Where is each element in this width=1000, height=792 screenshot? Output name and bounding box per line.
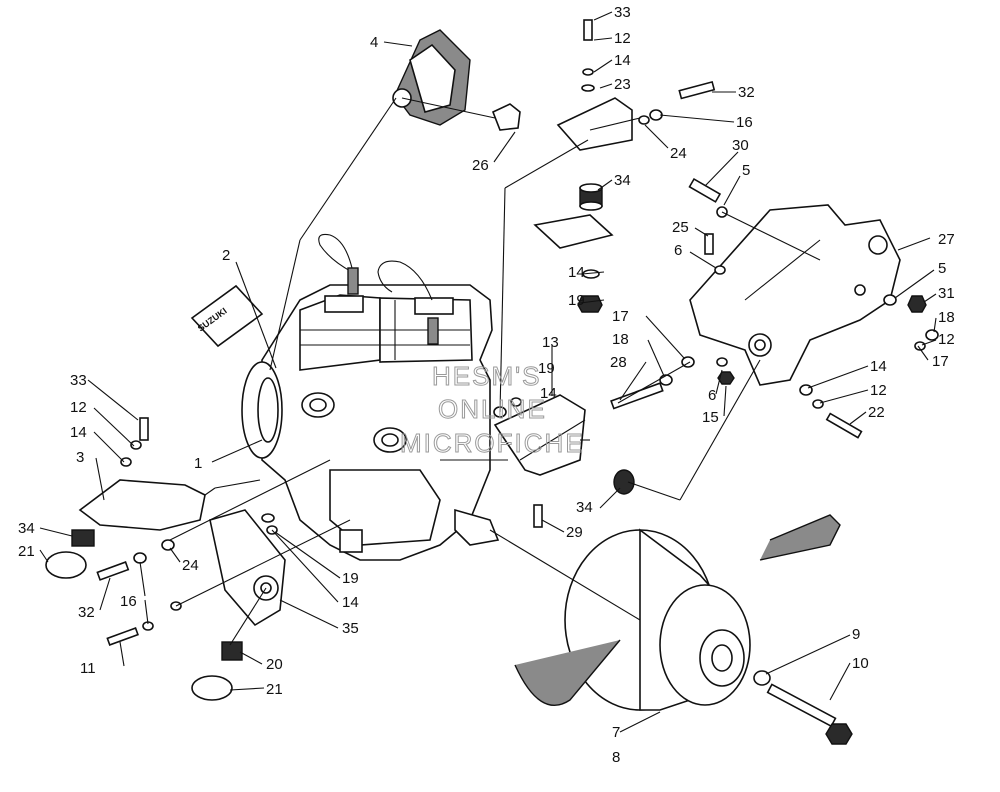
callout-19-lower: 19: [342, 570, 359, 587]
callout-24-left: 24: [182, 557, 199, 574]
callout-14-mid: 14: [568, 264, 585, 281]
watermark-line-2: ONLINE: [438, 394, 547, 424]
callout-27: 27: [938, 231, 955, 248]
watermark-line-3: MICROFICHE: [400, 428, 585, 458]
callout-4: 4: [370, 34, 378, 51]
callout-8: 8: [612, 749, 620, 766]
callout-5-top: 5: [742, 162, 750, 179]
callout-29: 29: [566, 524, 583, 541]
callout-1: 1: [194, 455, 202, 472]
callout-13: 13: [542, 334, 559, 351]
callout-6-lower: 6: [708, 387, 716, 404]
drive-belt: [514, 514, 841, 706]
alignment-lines: [169, 97, 821, 646]
callout-14-right: 14: [870, 358, 887, 375]
callout-17-right: 17: [932, 353, 949, 370]
callout-2: 2: [222, 247, 230, 264]
front-mount-bracket: [493, 394, 635, 528]
callout-16-left: 16: [120, 593, 137, 610]
callout-16-top: 16: [736, 114, 753, 131]
callout-33-top: 33: [614, 4, 631, 21]
right-mount-bracket: [689, 204, 901, 386]
callout-33-left: 33: [70, 372, 87, 389]
callout-14-lower: 14: [342, 594, 359, 611]
callout-18-right: 18: [938, 309, 955, 326]
callout-24-top: 24: [670, 145, 687, 162]
callout-3: 3: [76, 449, 84, 466]
callout-15: 15: [702, 409, 719, 426]
callout-11: 11: [80, 660, 96, 677]
lower-mount-bracket: [96, 509, 286, 701]
clutch-bolt: [753, 670, 853, 745]
callout-25: 25: [672, 219, 689, 236]
right-hardware: [610, 80, 939, 439]
callout-23: 23: [614, 76, 631, 93]
callout-10: 10: [852, 655, 869, 672]
callout-17-left: 17: [612, 308, 629, 325]
callout-6-top: 6: [674, 242, 682, 259]
rope-clip: [491, 103, 521, 131]
callout-34-left: 34: [18, 520, 35, 537]
callout-35: 35: [342, 620, 359, 637]
callout-labels: 33 12 14 23 32 16 24 4 26 34 30 5 25 6 2…: [18, 4, 955, 766]
callout-19-center: 19: [538, 360, 555, 377]
callout-12-top: 12: [614, 30, 631, 47]
callout-14-top: 14: [614, 52, 631, 69]
callout-31: 31: [938, 285, 955, 302]
callout-12-left: 12: [70, 399, 87, 416]
callout-9: 9: [852, 626, 860, 643]
engine-assembly: [241, 233, 500, 561]
drive-clutch: [564, 528, 751, 711]
callout-20: 20: [266, 656, 283, 673]
watermark: HESM'S ONLINE MICROFICHE: [400, 361, 585, 459]
recoil-handle: [392, 29, 471, 126]
callout-12-lower: 12: [870, 382, 887, 399]
callout-26: 26: [472, 157, 489, 174]
callout-7: 7: [612, 724, 620, 741]
callout-14-left: 14: [70, 424, 87, 441]
callout-30: 30: [732, 137, 749, 154]
callout-21-bottom: 21: [266, 681, 283, 698]
callout-32-top: 32: [738, 84, 755, 101]
callout-5-right: 5: [938, 260, 946, 277]
upper-mount-bracket: [533, 19, 633, 313]
callout-34-top: 34: [614, 172, 631, 189]
callout-22: 22: [868, 404, 885, 421]
callout-32-left: 32: [78, 604, 95, 621]
callout-12-right: 12: [938, 331, 955, 348]
callout-28: 28: [610, 354, 627, 371]
callout-14-center: 14: [540, 385, 557, 402]
suzuki-decal: SUZUKI: [190, 284, 264, 348]
leader-lines: [39, 11, 937, 733]
callout-19-mid: 19: [568, 292, 585, 309]
callout-18-left: 18: [612, 331, 629, 348]
callout-21-left: 21: [18, 543, 35, 560]
watermark-line-1: HESM'S: [432, 361, 541, 391]
callout-34-center: 34: [576, 499, 593, 516]
left-mount-bracket: [45, 417, 206, 579]
